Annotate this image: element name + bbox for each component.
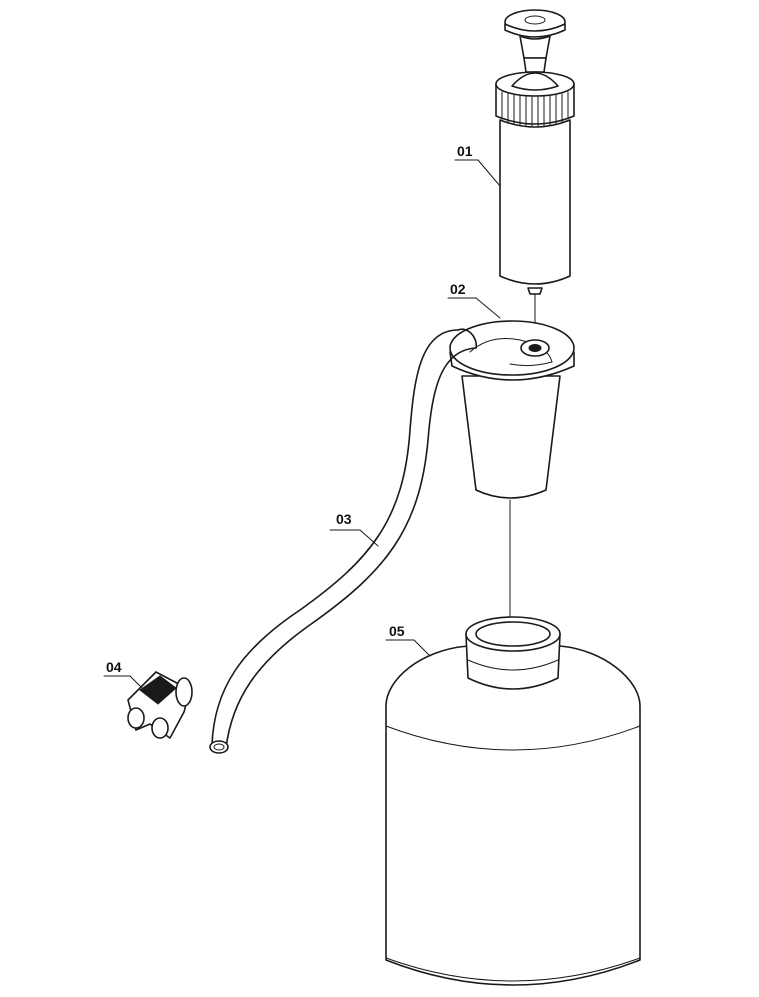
- syringe-part: 01: [454, 9, 575, 295]
- hose-part: 03: [209, 328, 478, 754]
- hose-clip-part: 04: [103, 659, 193, 739]
- container-part: 05: [385, 616, 641, 986]
- suction-head-part: 02: [447, 281, 575, 499]
- part-label-03: 03: [336, 511, 352, 527]
- part-label-02: 02: [450, 281, 466, 297]
- part-label-01: 01: [457, 143, 473, 159]
- part-label-04: 04: [106, 659, 122, 675]
- part-label-05: 05: [389, 623, 405, 639]
